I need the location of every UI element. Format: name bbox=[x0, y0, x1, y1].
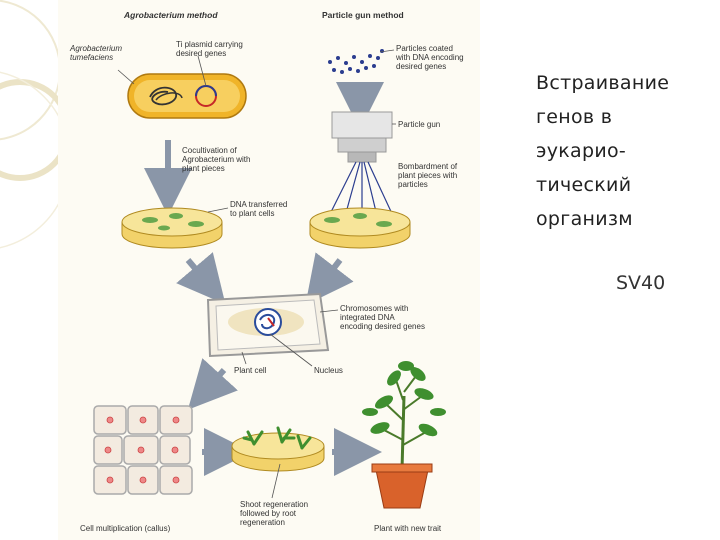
label-callus: Cell multiplication (callus) bbox=[80, 524, 171, 533]
shoot-dish-icon bbox=[231, 426, 325, 472]
particle-gun-icon bbox=[331, 111, 393, 163]
arrow-cell-to-callus bbox=[187, 358, 238, 410]
petri-dish-gun bbox=[309, 207, 411, 249]
particle-gun-method-header: Particle gun method bbox=[322, 10, 404, 20]
label-shoot-regeneration: Shoot regeneration followed by root rege… bbox=[240, 500, 309, 527]
agrobacterium-method-header: Agrobacterium method bbox=[124, 10, 218, 20]
label-plant-cell: Plant cell bbox=[234, 366, 267, 375]
slide-subtitle: SV40 bbox=[616, 272, 666, 294]
label-dna-transferred: DNA transferred to plant cells bbox=[230, 200, 288, 218]
potted-plant-icon bbox=[362, 361, 446, 509]
label-bombardment: Bombardment of plant pieces with particl… bbox=[398, 162, 458, 189]
label-plant-new-trait: Plant with new trait bbox=[374, 524, 442, 533]
label-ti-plasmid: Ti plasmid carrying desired genes bbox=[176, 40, 243, 58]
arrow-dish-to-cell-left bbox=[176, 252, 226, 305]
arrow-dish-to-cell-right bbox=[305, 252, 354, 306]
dna-particles-icon bbox=[328, 49, 384, 74]
label-agro-name: Agrobacterium tumefaciens bbox=[70, 44, 123, 62]
callus-nuclei bbox=[104, 416, 180, 484]
petri-dish-agro bbox=[121, 207, 223, 249]
label-cocultivation: Cocultivation of Agrobacterium with plan… bbox=[182, 146, 251, 173]
callus-cells-icon bbox=[93, 405, 193, 495]
label-particle-gun: Particle gun bbox=[398, 120, 441, 129]
slide-title: Встраивание генов в эукарио- тический ор… bbox=[536, 72, 670, 230]
transformation-diagram: Agrobacterium method Particle gun method… bbox=[58, 0, 480, 540]
label-nucleus: Nucleus bbox=[314, 366, 343, 375]
bacterium-icon bbox=[127, 73, 247, 119]
label-chromosomes: Chromosomes with integrated DNA encoding… bbox=[340, 304, 425, 331]
label-particles: Particles coated with DNA encoding desir… bbox=[396, 44, 464, 71]
plant-cell-icon bbox=[206, 292, 330, 358]
